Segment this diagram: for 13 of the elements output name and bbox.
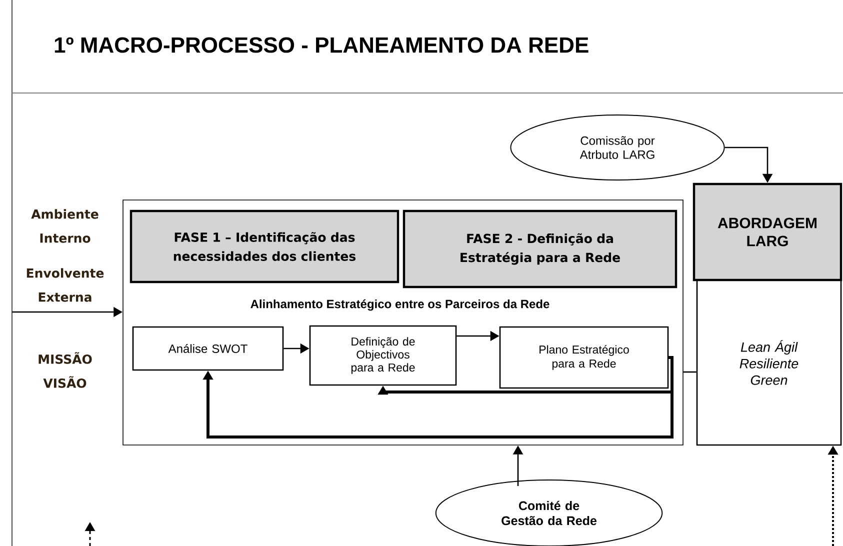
input-label: Ambiente Interno xyxy=(31,209,98,243)
arrow xyxy=(202,356,674,438)
input-label: MISSÃO VISÃO xyxy=(38,352,92,388)
input-label: Envolvente Externa xyxy=(26,268,104,302)
process-box: Plano Estratégico para a Rede xyxy=(499,326,669,389)
phase-box: FASE 1 – Identificação das necessidades dos clientes xyxy=(130,210,400,284)
process-box: Análise SWOT xyxy=(132,326,284,371)
approach-box: ABORDAGEM LARG xyxy=(692,182,842,282)
phase-box: FASE 2 - Definição da Estratégia para a Rede xyxy=(402,210,678,288)
process-box: Definição de Objectivos para a Rede xyxy=(309,325,457,386)
ellipse-node: Comissão por Atrbuto LARG xyxy=(510,114,725,180)
title: 1º MACRO-PROCESSO - PLANEAMENTO DA REDE xyxy=(54,37,588,53)
attribute-box: Lean Ágil Resiliente Green xyxy=(696,279,842,446)
